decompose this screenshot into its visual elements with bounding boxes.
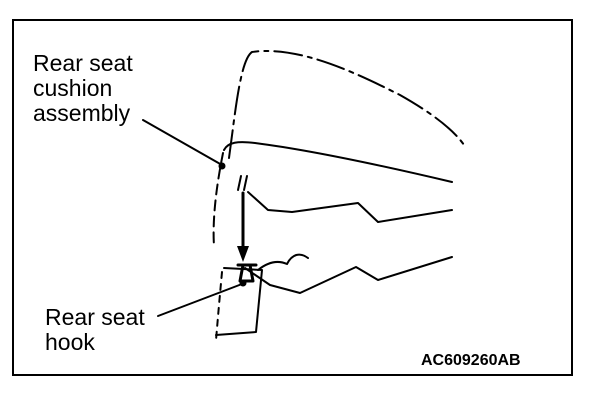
- hook-bracket: [215, 267, 263, 336]
- cushion-assembly-label: Rear seat cushion assembly: [33, 50, 133, 126]
- hook-leader-line: [157, 283, 243, 317]
- cushion-leader-line: [142, 119, 223, 166]
- hook-leader-dot: [239, 279, 247, 287]
- seat-hook-label: Rear seat hook: [45, 304, 145, 355]
- seat-back-outline: [228, 50, 467, 159]
- frame-post-left: [215, 271, 223, 341]
- hook-shape: [236, 263, 258, 283]
- figure-code: AC609260AB: [421, 352, 521, 369]
- arrow-ticks: [237, 175, 248, 191]
- floor-wave: [257, 253, 309, 271]
- cushion-mid-contour: [247, 191, 453, 223]
- figure-frame: [12, 19, 573, 376]
- floor-line: [244, 256, 453, 294]
- cushion-side-edge: [212, 152, 224, 247]
- cushion-top-contour: [223, 141, 453, 183]
- install-arrow-head: [237, 246, 249, 262]
- cushion-leader-dot: [218, 162, 226, 170]
